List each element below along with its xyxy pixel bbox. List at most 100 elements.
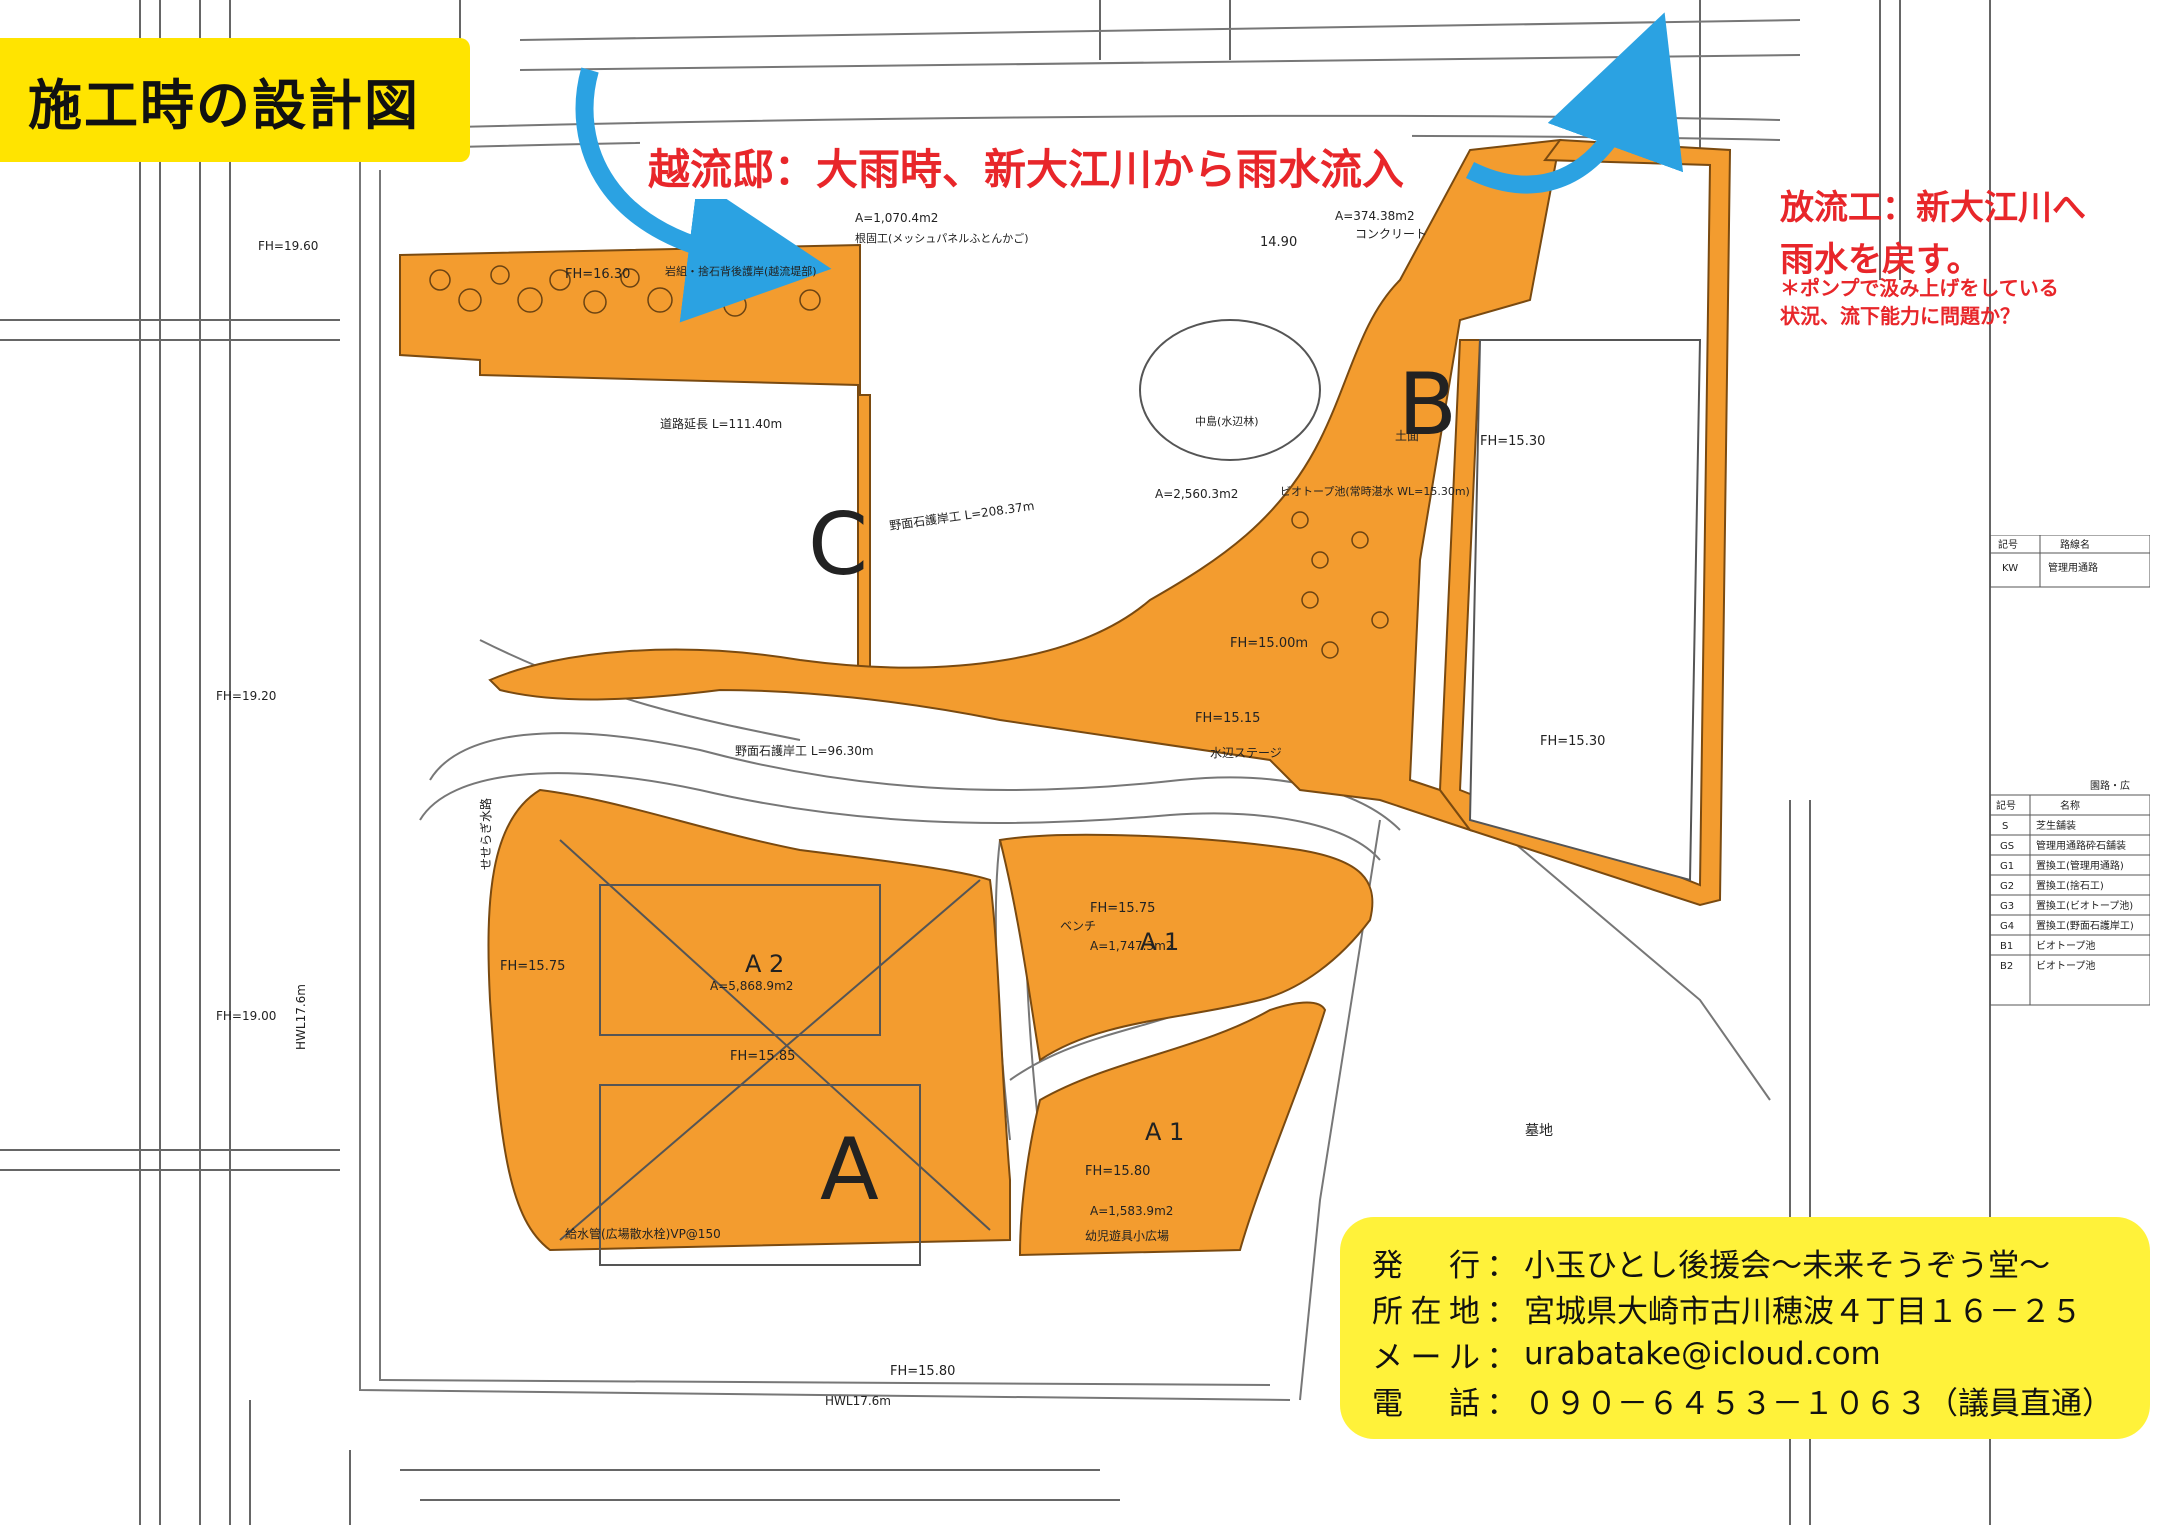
outflow-note-line1: ＊ポンプで汲み上げをしている	[1780, 276, 2059, 300]
soil-label: 土面	[1395, 429, 1419, 443]
legend-pave-title: 園路・広	[2090, 779, 2130, 792]
island-label: 中島(水辺林)	[1195, 414, 1259, 428]
separator: ：	[1486, 1385, 1518, 1422]
biotope-area-label: A=2,560.3m2	[1155, 487, 1238, 501]
fh-1920-label: FH=19.20	[216, 689, 276, 703]
legend-row-name: 置換工(ビオトープ池)	[2036, 899, 2133, 912]
cemetery-label: 墓地	[1525, 1123, 1553, 1139]
legend-row-name: 置換工(捨石工)	[2036, 879, 2104, 892]
separator: ：	[1486, 1293, 1518, 1330]
phone-value: ０９０－６４５３－１０６３（議員直通）	[1524, 1385, 2113, 1422]
outflow-annotation-line1: 放流工：新大江川へ	[1780, 188, 2086, 228]
email-value[interactable]: urabatake@icloud.com	[1524, 1336, 1881, 1372]
info-row-email: メール ： urabatake@icloud.com	[1372, 1331, 2150, 1377]
hwl-top-label: HWL17.6m	[294, 984, 308, 1050]
legend-route-name: 管理用通路	[2048, 561, 2098, 574]
legend-pave-name-header: 名称	[2060, 799, 2080, 812]
legend-row-name: 置換工(野面石護岸工)	[2036, 919, 2134, 932]
road-length-label: 道路延長 L=111.40m	[660, 416, 782, 431]
legend-row-name: 芝生舗装	[2036, 819, 2076, 832]
info-row-publisher: 発行 ： 小玉ひとし後援会〜未来そうぞう堂〜	[1372, 1239, 2150, 1285]
separator: ：	[1486, 1247, 1518, 1284]
publisher-info-box: 発行 ： 小玉ひとし後援会〜未来そうぞう堂〜 所在地 ： 宮城県大崎市古川穂波４…	[1340, 1217, 2150, 1439]
right-pond-interior	[1468, 339, 1702, 882]
title-banner: 施工時の設計図	[0, 38, 470, 162]
zone-a2-label: A 2	[745, 950, 784, 978]
fh-1490-label: 14.90	[1260, 235, 1297, 250]
overflow-weir-annotation: 越流邸：大雨時、新大江川から雨水流入	[640, 134, 1413, 199]
zone-b-label: B	[1398, 355, 1457, 455]
email-label: メール	[1372, 1339, 1480, 1376]
legend-row-name: 置換工(管理用通路)	[2036, 859, 2124, 872]
legend-table: 記号 路線名 KW 管理用通路 園路・広 記号 名称 S 芝生舗装 GS 管理用…	[1990, 535, 2150, 1006]
legend-row-name: ビオトープ池	[2036, 939, 2095, 952]
fh-1575-a1-label: FH=15.75	[1090, 901, 1155, 916]
zone-right-pond-edge	[1438, 138, 1732, 907]
hwl-bottom-label: HWL17.6m	[825, 1394, 891, 1408]
legend-row-code: B1	[2000, 941, 2013, 952]
phone-label: 電 話	[1372, 1385, 1480, 1422]
legend-row-code: G2	[2000, 881, 2014, 892]
info-row-phone: 電 話 ： ０９０－６４５３－１０６３（議員直通）	[1372, 1377, 2150, 1423]
legend-row-code: G4	[2000, 921, 2014, 932]
w2-area-label: A=374.38m2	[1335, 209, 1415, 223]
legend-route-code: KW	[2002, 563, 2018, 574]
fh-1580-label: FH=15.80	[1085, 1164, 1150, 1179]
seseragi-label: せせらぎ水路	[478, 798, 493, 870]
publisher-value: 小玉ひとし後援会〜未来そうぞう堂〜	[1524, 1247, 2051, 1284]
fh-1630-label: FH=16.30	[565, 267, 630, 282]
legend-row-name: 管理用通路砕石舗装	[2036, 839, 2126, 852]
zone-a1-upper	[998, 833, 1374, 1062]
bench-label: ベンチ	[1060, 919, 1096, 933]
biotope-note-label: ビオトープ池(常時湛水 WL=15.30m)	[1280, 485, 1470, 498]
address-label: 所在地	[1372, 1293, 1480, 1330]
concrete-label: コンクリート	[1355, 227, 1427, 241]
stone-bank-label: 岩組・捨石背後護岸(越流堤部)	[665, 264, 817, 278]
page-title: 施工時の設計図	[28, 73, 420, 137]
info-row-address: 所在地 ： 宮城県大崎市古川穂波４丁目１６－２５	[1372, 1285, 2150, 1331]
fh-1530-pond-label: FH=15.30	[1540, 734, 1605, 749]
island-outline	[1139, 319, 1321, 461]
legend-row-code: S	[2002, 821, 2008, 832]
fh-1960-label: FH=19.60	[258, 239, 318, 253]
zone-a1-upper-label: A 1	[1140, 928, 1179, 956]
fh-1580-bottom-label: FH=15.80	[890, 1364, 955, 1379]
zone-a1-lower-label: A 1	[1145, 1118, 1184, 1146]
legend-row-name: ビオトープ池	[2036, 959, 2095, 972]
fh-1900-label: FH=19.00	[216, 1009, 276, 1023]
legend-route-name-header: 路線名	[2060, 538, 2090, 551]
zone-a1-lower	[1018, 1001, 1327, 1257]
address-value: 宮城県大崎市古川穂波４丁目１６－２５	[1524, 1293, 2082, 1330]
water-stage-label: 水辺ステージ	[1210, 746, 1282, 760]
zone-b-channel	[488, 138, 1562, 832]
zone-a2	[487, 788, 1011, 1252]
zone-a-label: A	[820, 1120, 879, 1220]
top-area-label: A=1,070.4m2	[855, 211, 938, 225]
a2-area-label: A=5,868.9m2	[710, 979, 793, 993]
inflow-arrow	[575, 67, 832, 323]
fh-1500-label: FH=15.00m	[1230, 636, 1308, 651]
outflow-note-line2: 状況、流下能力に問題か？	[1780, 304, 2020, 328]
outflow-annotation-line2: 雨水を戻す。	[1780, 240, 1981, 280]
stone-revetment-2-label: 野面石護岸工 L=96.30m	[735, 743, 874, 758]
legend-row-code: G1	[2000, 861, 2014, 872]
fh-1575-label: FH=15.75	[500, 959, 565, 974]
zone-c-label: C	[808, 495, 869, 595]
kids-plaza-label: 幼児遊具小広場	[1085, 1228, 1169, 1243]
publisher-label: 発行	[1372, 1247, 1480, 1284]
a1-upper-area-label: A=1,747.3m2	[1090, 939, 1173, 953]
legend-route-symbol-header: 記号	[1998, 538, 2018, 551]
legend-row-code: B2	[2000, 961, 2013, 972]
fh-1585-label: FH=15.85	[730, 1049, 795, 1064]
fh-1515-label: FH=15.15	[1195, 711, 1260, 726]
wall-label: 根固工(メッシュパネルふとんかご)	[855, 231, 1029, 245]
legend-row-code: G3	[2000, 901, 2014, 912]
stone-revetment-1-label: 野面石護岸工 L=208.37m	[888, 498, 1035, 533]
field-rectangles	[559, 839, 991, 1266]
water-supply-label: 給水管(広場散水栓)VP@150	[565, 1226, 721, 1241]
outflow-arrow	[1465, 12, 1684, 194]
legend-row-code: GS	[2000, 841, 2014, 852]
fh-1530-label: FH=15.30	[1480, 434, 1545, 449]
a1-lower-area-label: A=1,583.9m2	[1090, 1204, 1173, 1218]
